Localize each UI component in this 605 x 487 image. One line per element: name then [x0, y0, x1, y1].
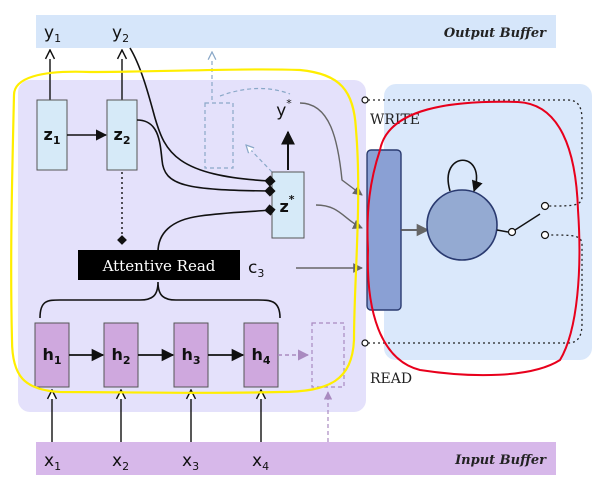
next-decoder-placeholder [204, 102, 234, 169]
decoder-state-z1 [36, 99, 68, 171]
input-buffer-label: Input Buffer [454, 453, 547, 468]
decoder-state-z2-label: z2 [114, 125, 131, 147]
placeholder-curve [219, 87, 291, 97]
context-c3-label: c3 [248, 258, 264, 280]
encoder-state-h1-label: h1 [42, 345, 61, 367]
output-y2: y2 [112, 23, 129, 45]
switch-pivot [507, 227, 517, 237]
write-terminal [361, 96, 369, 104]
memory-cell [426, 189, 498, 261]
decoder-state-z2 [106, 99, 138, 171]
encoder-state-h4-label: h4 [251, 345, 270, 367]
memory-cell-self-loop [447, 159, 483, 193]
input-buffer-bar [36, 442, 556, 475]
input-x1: x1 [44, 451, 61, 473]
encoder-state-h4 [243, 322, 279, 388]
attentive-read-box [78, 250, 240, 280]
zstar-to-placeholder-arrow [246, 145, 273, 173]
next-encoder-placeholder [311, 322, 345, 388]
read-label: READ [370, 371, 412, 387]
output-y1: y1 [44, 23, 61, 45]
switch-input-line [496, 229, 509, 233]
y2-to-zstar-curve [129, 47, 276, 187]
z-star-label: z* [279, 193, 294, 216]
ystar-to-memory-line [299, 102, 363, 196]
input-x4: x4 [252, 451, 269, 473]
yellow-highlight-outline [10, 68, 360, 394]
attentive-read-label: Attentive Read [102, 257, 216, 275]
y-star-label: y* [276, 97, 292, 121]
encoder-bracket [39, 281, 281, 319]
output-buffer-label: Output Buffer [444, 26, 547, 41]
read-dotted-line [368, 234, 583, 344]
switch-contact-bottom [540, 230, 550, 240]
context-to-zstar-curve [157, 204, 276, 253]
z-star-box [271, 171, 305, 239]
write-dotted-line [368, 99, 583, 207]
input-x3: x3 [182, 451, 199, 473]
memory-bar [366, 149, 402, 311]
encoder-state-h2-label: h2 [111, 345, 130, 367]
switch-contact-top [540, 201, 550, 211]
read-terminal [361, 339, 369, 347]
z2-to-zstar-curve [136, 119, 276, 197]
decoder-state-z1-label: z1 [44, 125, 61, 147]
encoder-state-h3-label: h3 [181, 345, 200, 367]
input-x2: x2 [112, 451, 129, 473]
red-highlight-outline [366, 100, 581, 377]
output-buffer-bar [36, 15, 556, 48]
switch-lever [514, 213, 541, 231]
